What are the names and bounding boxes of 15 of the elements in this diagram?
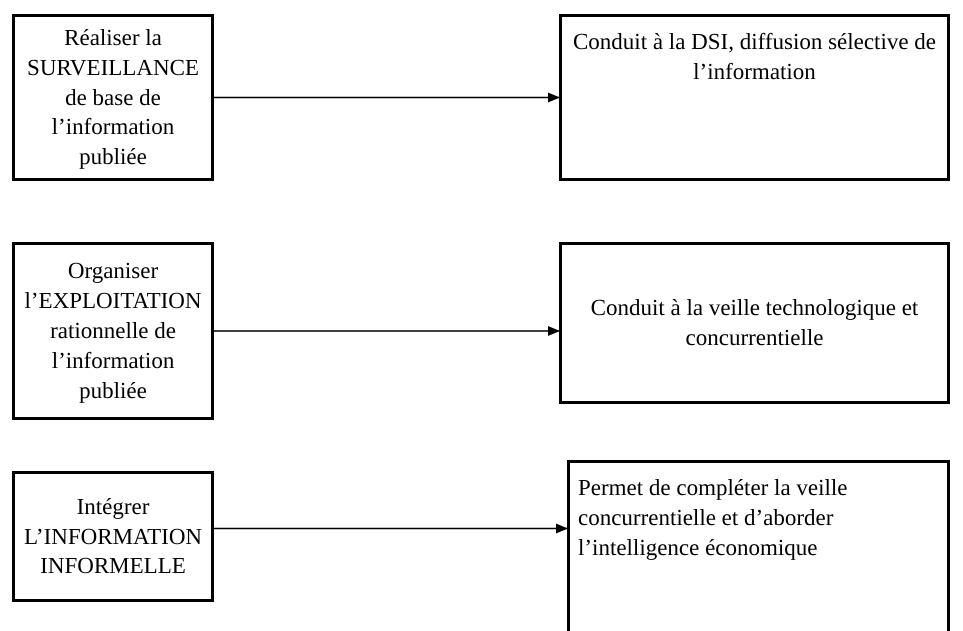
process-box (12, 471, 214, 602)
process-box (567, 460, 950, 631)
box-text: Conduit à la veille technologique et concurrentielle (590, 294, 920, 352)
box-text: Intégrer L’INFORMATION INFORMELLE (24, 492, 202, 580)
process-box (559, 242, 950, 404)
arrow (214, 326, 560, 336)
box-text: Réaliser la SURVEILLANCE de base de l’information publiée (26, 24, 200, 172)
arrow (214, 92, 560, 102)
process-box (559, 14, 950, 181)
process-box (12, 242, 214, 420)
box-text: Organiser l’EXPLOITATION rationnelle de l’information publiée (24, 257, 202, 405)
box-text: Permet de compléter la veille concurrentielle et d’aborder l’intelligence économique (578, 474, 848, 562)
process-box (12, 14, 214, 181)
arrow (214, 524, 568, 534)
box-text: Conduit à la DSI, diffusion sélective de l’information (572, 28, 938, 86)
